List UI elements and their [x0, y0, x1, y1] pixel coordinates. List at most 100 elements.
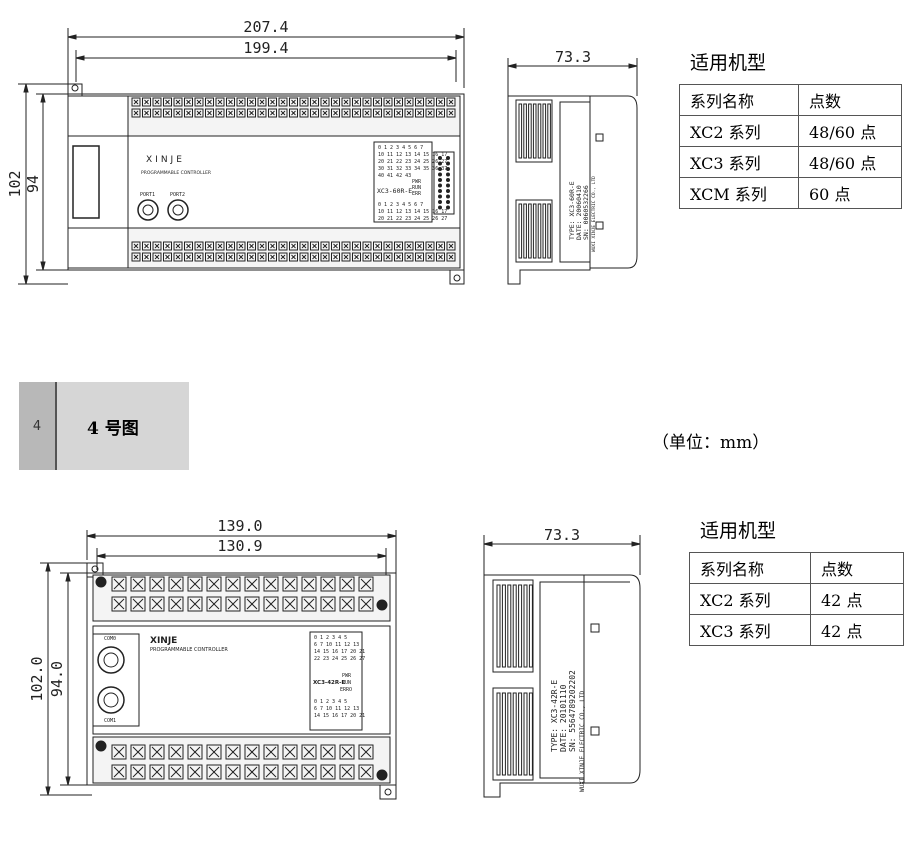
svg-text:DATE: 20060410: DATE: 20060410 — [575, 185, 583, 240]
terminal-screw — [436, 108, 445, 118]
svg-text:TYPE: XC3-60R-E: TYPE: XC3-60R-E — [568, 181, 576, 240]
vent-slot — [507, 584, 512, 668]
terminal-screw — [331, 241, 340, 251]
terminal-screw — [111, 576, 127, 592]
terminal-screw — [362, 108, 372, 118]
terminal-screw — [225, 576, 241, 592]
figure-badge: 4 4 号图 — [19, 382, 189, 470]
terminal-screw — [436, 97, 445, 107]
terminal-screw — [278, 108, 288, 118]
terminal-screw — [299, 241, 309, 251]
terminal-screw — [244, 596, 260, 612]
connector-pin — [438, 200, 442, 204]
terminal-screw — [194, 241, 204, 251]
top-width-outer: 207.4 — [243, 18, 288, 36]
vent-slot — [507, 692, 512, 776]
subtitle-label: PROGRAMMABLE CONTROLLER — [150, 647, 228, 653]
terminal-screw — [352, 252, 361, 262]
connector-pin — [446, 178, 450, 182]
bottom-table-title: 适用机型 — [700, 520, 777, 542]
com1-label: COM1 — [104, 718, 116, 724]
terminal-screw — [163, 108, 172, 118]
connector-pin — [438, 156, 442, 160]
run-led-label: RUN — [412, 185, 421, 191]
terminal-screw — [130, 576, 146, 592]
terminal-screw — [404, 241, 414, 251]
svg-text:20 21 22 23 24 25 26 27: 20 21 22 23 24 25 26 27 — [378, 159, 447, 165]
terminal-screw — [184, 241, 193, 251]
terminal-screw — [415, 241, 424, 251]
svg-text:SN: 5564789202202: SN: 5564789202202 — [568, 670, 577, 752]
terminal-screw — [446, 241, 456, 251]
table-row: XC3 系列 42 点 — [689, 614, 904, 646]
terminal-screw — [257, 108, 267, 118]
terminal-screw — [446, 252, 456, 262]
terminal-screw — [339, 576, 355, 592]
header-points: 点数 — [798, 84, 902, 116]
connector-pin — [438, 194, 442, 199]
terminal-screw — [383, 97, 393, 107]
terminal-screw — [404, 108, 414, 118]
terminal-screw — [362, 252, 372, 262]
points-cell: 60 点 — [798, 177, 902, 209]
bottom-height-inner: 94.0 — [48, 661, 66, 697]
terminal-screw — [425, 97, 435, 107]
port1-connector — [137, 199, 159, 221]
vent-slot — [528, 692, 533, 776]
vent-slot — [542, 203, 547, 259]
terminal-screw — [194, 108, 204, 118]
table-row: XC2 系列 42 点 — [689, 583, 904, 615]
terminal-screw — [299, 108, 309, 118]
vent-slot — [518, 203, 523, 259]
connector-pin — [446, 200, 450, 204]
terminal-screw — [331, 108, 340, 118]
vent-slot — [496, 692, 501, 776]
vent-slot — [512, 692, 517, 776]
terminal-screw — [263, 596, 279, 612]
svg-text:DATE: 20101110: DATE: 20101110 — [559, 684, 568, 752]
product-label: TYPE: XC3-60R-E DATE: 20060410 SN: 00605… — [568, 176, 597, 252]
svg-text:14 15 16 17 20 21: 14 15 16 17 20 21 — [314, 649, 365, 655]
terminal-screw — [436, 252, 445, 262]
terminal-screw — [320, 241, 330, 251]
connector-pin — [438, 161, 442, 166]
terminal-screw — [130, 744, 146, 760]
terminal-screw — [194, 252, 204, 262]
expansion-port — [433, 151, 455, 215]
series-cell: XCM 系列 — [679, 177, 799, 209]
com0-label: COM0 — [104, 636, 116, 642]
brand-label: XINJE — [150, 636, 177, 646]
svg-text:20 21 22 23 24 25 26 27: 20 21 22 23 24 25 26 27 — [378, 216, 447, 222]
terminal-screw — [205, 108, 214, 118]
svg-text:6 7 10 11 12 13: 6 7 10 11 12 13 — [314, 706, 359, 712]
terminal-screw — [194, 97, 204, 107]
points-cell: 48/60 点 — [798, 146, 902, 178]
bottom-front-view: 139.0 130.9 102.0 94.0 COM0 — [28, 517, 397, 800]
terminal-screw — [163, 97, 172, 107]
terminal-screw — [310, 241, 319, 251]
terminal-screw — [173, 108, 183, 118]
svg-text:0 1 2 3 4 5 6 7: 0 1 2 3 4 5 6 7 — [378, 145, 423, 151]
terminal-screw — [320, 252, 330, 262]
svg-text:0 1 2 3 4 5 6 7: 0 1 2 3 4 5 6 7 — [378, 202, 423, 208]
terminal-screw — [341, 97, 351, 107]
connector-pin — [438, 183, 442, 188]
terminal-screw — [131, 108, 141, 118]
terminal-screw — [173, 97, 183, 107]
vent-slot — [528, 103, 532, 159]
terminal-screw — [404, 252, 414, 262]
terminal-screw — [236, 108, 246, 118]
terminal-screw — [226, 241, 235, 251]
terminal-screw — [263, 744, 279, 760]
terminal-screw — [415, 252, 424, 262]
vent-slot — [547, 203, 551, 259]
terminal-screw — [383, 252, 393, 262]
connector-pin — [446, 189, 450, 193]
terminal-screw — [320, 576, 336, 592]
figure-number: 4 — [19, 382, 57, 470]
series-cell: XC2 系列 — [689, 583, 811, 615]
top-width-inner: 199.4 — [243, 39, 288, 57]
terminal-screw — [358, 596, 374, 612]
terminal-screw — [247, 97, 256, 107]
terminal-screw — [415, 97, 424, 107]
